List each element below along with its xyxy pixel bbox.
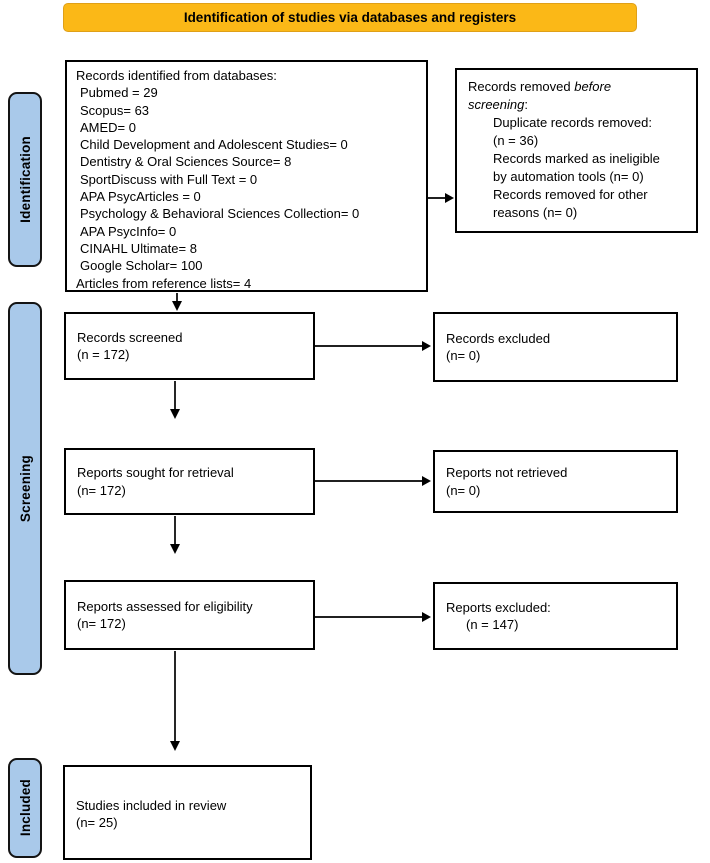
arrow-screened-to-excluded [315, 341, 431, 351]
arrow-assessed-to-included [170, 651, 180, 751]
box-line: Records marked as ineligible [493, 151, 660, 166]
box-line: Records excluded [446, 330, 551, 346]
arrow-screened-to-sought [170, 381, 180, 419]
stage-label-identification-text: Identification [17, 136, 33, 223]
box-line: (n= 172) [77, 482, 126, 498]
box-records-removed: Records removed before screening: Duplic… [455, 68, 698, 233]
box-line: Reports assessed for eligibility [77, 598, 253, 614]
box-line: Pubmed = 29 [80, 85, 158, 101]
box-line: Records removed before [468, 79, 612, 94]
box-line: Reports excluded: [446, 599, 551, 615]
box-line: (n= 172) [77, 616, 126, 631]
box-line: Google Scholar= 100 [80, 258, 203, 274]
box-line: screening: [468, 97, 528, 112]
box-records-excluded: Records excluded (n= 0) [433, 312, 678, 382]
stage-label-identification: Identification [8, 92, 42, 267]
box-line: Dentistry & Oral Sciences Source= 8 [80, 154, 292, 170]
box-reports-assessed: Reports assessed for eligibility (n= 172… [64, 580, 315, 650]
arrow-identified-to-screened [172, 293, 182, 311]
box-line: Records screened [77, 329, 183, 345]
stage-label-screening-text: Screening [17, 454, 33, 523]
box-line: Scopus= 63 [80, 102, 150, 118]
arrow-assessed-to-reports-excluded [315, 612, 431, 622]
box-line: (n = 36) [493, 133, 539, 148]
box-reports-sought: Reports sought for retrieval (n= 172) [64, 448, 315, 515]
box-line: SportDiscuss with Full Text = 0 [80, 171, 258, 187]
box-reports-not-retrieved: Reports not retrieved (n= 0) [433, 450, 678, 513]
stage-label-included-text: Included [17, 779, 33, 837]
arrow-sought-to-assessed [170, 516, 180, 554]
box-line: Articles from reference lists= 4 [76, 275, 252, 291]
box-line: APA PsycArticles = 0 [80, 189, 201, 205]
box-line: (n= 0) [446, 482, 481, 498]
banner: Identification of studies via databases … [63, 3, 637, 32]
stage-label-included: Included [8, 758, 42, 858]
box-reports-excluded: Reports excluded: (n = 147) [433, 582, 678, 650]
box-line: by automation tools (n= 0) [493, 169, 644, 184]
box-line: (n= 25) [76, 815, 118, 831]
box-records-screened: Records screened (n = 172) [64, 312, 315, 380]
box-records-identified: Records identified from databases: Pubme… [65, 60, 428, 292]
box-line: (n = 172) [77, 347, 130, 362]
box-line: Records identified from databases: [76, 68, 277, 83]
box-line: Child Development and Adolescent Studies… [80, 137, 348, 153]
arrow-sought-to-not-retrieved [315, 476, 431, 486]
banner-title: Identification of studies via databases … [183, 10, 517, 25]
box-line: reasons (n= 0) [493, 205, 578, 220]
box-line: CINAHL Ultimate= 8 [80, 240, 197, 256]
box-line: (n= 0) [446, 348, 481, 363]
box-line: Duplicate records removed: [493, 115, 652, 130]
box-studies-included: Studies included in review (n= 25) [63, 765, 312, 860]
box-line: (n = 147) [466, 617, 519, 632]
box-line: AMED= 0 [80, 119, 136, 135]
stage-label-screening: Screening [8, 302, 42, 675]
box-line: Psychology & Behavioral Sciences Collect… [80, 206, 360, 222]
arrow-identified-to-removed [428, 193, 454, 203]
box-line: APA PsycInfo= 0 [80, 223, 177, 239]
box-line: Records removed for other [493, 187, 648, 202]
box-line: Reports sought for retrieval [77, 465, 234, 481]
box-line: Studies included in review [76, 798, 227, 813]
box-line: Reports not retrieved [446, 465, 568, 481]
